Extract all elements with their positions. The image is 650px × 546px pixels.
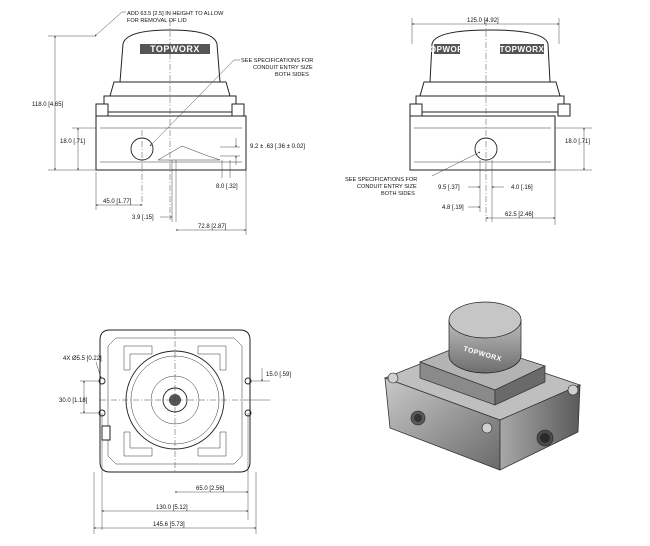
side-dim-width: 125.0 [4.92]: [467, 18, 499, 24]
front-left-screw: [95, 103, 109, 117]
top-dim-hole-offset: 15.0 [.59]: [266, 372, 291, 378]
top-dim-half: 65.0 [2.56]: [196, 486, 225, 492]
side-base: [409, 115, 556, 171]
side-collar: [419, 81, 561, 97]
front-dim-right: 72.8 [2.87]: [198, 224, 227, 230]
top-dim-outer: 145.6 [5.73]: [153, 522, 185, 528]
isometric-view: TOPWORX: [383, 301, 582, 471]
iso-screw-1: [387, 372, 399, 384]
front-view: TOPWORX ADD 63.5 [2.5] IN HEIGHT TO ALLO…: [32, 11, 313, 235]
iso-screw-2: [481, 422, 493, 434]
side-brand-logo-right: TOPWORX: [500, 45, 545, 54]
front-note-conduit: SEE SPECIFICATIONS FOR: [241, 58, 313, 64]
front-note-lid: ADD 63.5 [2.5] IN HEIGHT TO ALLOW: [127, 11, 224, 17]
side-dim-base: 18.0 [.71]: [565, 139, 590, 145]
front-dim-left: 45.0 [1.77]: [103, 199, 132, 205]
top-dim-vert: 30.0 [1.18]: [59, 398, 88, 404]
top-dim-holes: 4X Ø5.5 [0.22]: [63, 356, 102, 362]
side-dim-c: 4.8 [.19]: [442, 205, 464, 211]
front-note-conduit-3: BOTH SIDES: [275, 72, 309, 78]
iso-lid-top: [448, 301, 522, 339]
front-switch-lever: [157, 145, 221, 161]
front-brand-plate: [140, 44, 210, 54]
side-lid: [429, 29, 551, 83]
front-dim-base: 18.0 [.71]: [60, 139, 85, 145]
front-base: [95, 115, 247, 171]
side-dim-a: 9.5 [.37]: [438, 185, 460, 191]
front-right-screw: [231, 103, 245, 117]
front-dim-offset: 9.2 ± .63 [.36 ± 0.02]: [250, 144, 305, 150]
iso-base-side: [499, 384, 581, 471]
side-brand-logo-left: TOPWORX: [425, 45, 470, 54]
iso-screw-3: [567, 384, 579, 396]
side-dim-d: 62.5 [2.46]: [505, 212, 534, 218]
side-view: TOPWORX TOPWORX 125.0 [4.92] 18.0 [.71] …: [345, 18, 592, 225]
side-dim-b: 4.0 [.16]: [511, 185, 533, 191]
top-dim-inner: 130.0 [5.12]: [156, 505, 188, 511]
front-dim-pin: 3.9 [.15]: [132, 215, 154, 221]
side-note-conduit-3: BOTH SIDES: [381, 191, 415, 197]
top-view: 4X Ø5.5 [0.22] 15.0 [.59] 30.0 [1.18] 65…: [59, 329, 291, 534]
side-note-conduit-2: CONDUIT ENTRY SIZE: [357, 184, 417, 190]
side-note-conduit: SEE SPECIFICATIONS FOR: [345, 177, 417, 183]
front-note-lid-2: FOR REMOVAL OF LID: [127, 18, 187, 24]
front-dim-small: 8.0 [.32]: [216, 184, 238, 190]
front-note-conduit-2: CONDUIT ENTRY SIZE: [253, 65, 313, 71]
front-brand-logo: TOPWORX: [150, 44, 200, 54]
front-dim-height: 118.0 [4.65]: [32, 102, 64, 108]
